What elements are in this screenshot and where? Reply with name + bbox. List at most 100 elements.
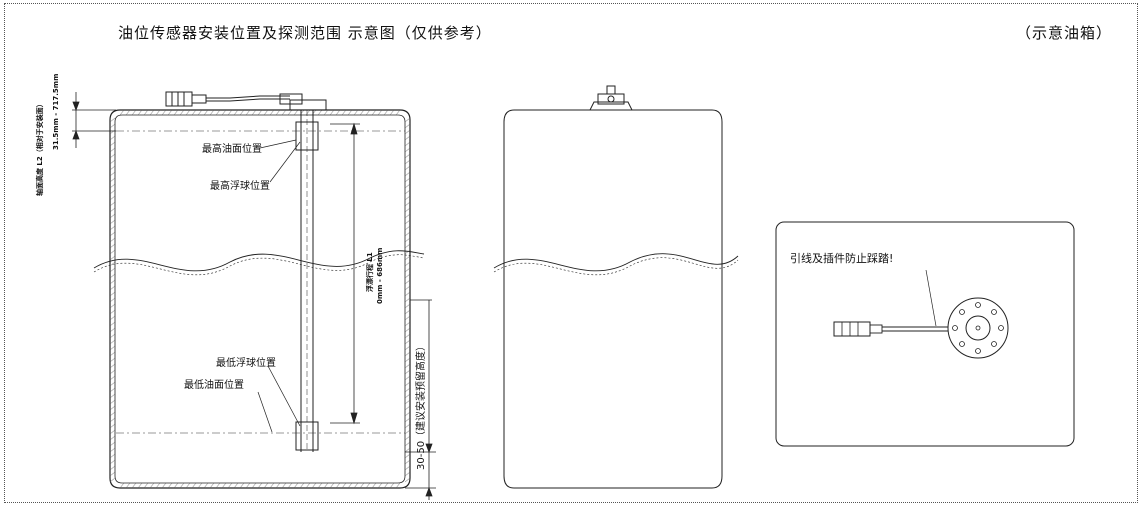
hatch-line	[404, 363, 411, 369]
hatch-line	[404, 297, 411, 303]
hatch-line	[257, 482, 263, 489]
hatch-line	[109, 267, 116, 273]
hatch-line	[404, 225, 411, 231]
hatch-line	[404, 147, 411, 153]
hatch-line	[335, 109, 341, 116]
hatch-line	[227, 109, 233, 116]
hatch-line	[305, 482, 311, 489]
hatch-line	[109, 369, 116, 375]
hatch-line	[109, 339, 116, 345]
max-float-label: 最高浮球位置	[210, 179, 270, 192]
hatch-line	[109, 441, 116, 447]
hatch-line	[353, 482, 359, 489]
hatch-line	[109, 261, 116, 267]
hatch-line	[131, 482, 137, 489]
hatch-line	[119, 482, 125, 489]
hatch-line	[173, 109, 179, 116]
hatch-line	[109, 351, 116, 357]
hatch-line	[404, 177, 411, 183]
hatch-line	[173, 482, 179, 489]
hatch-line	[239, 109, 245, 116]
hatch-line	[179, 109, 185, 116]
hatch-line	[109, 279, 116, 285]
hatch-line	[404, 243, 411, 249]
hatch-line	[404, 405, 411, 411]
hatch-line	[161, 109, 167, 116]
hatch-line	[404, 303, 411, 309]
float-travel-range: 0mm - 686mm	[376, 248, 384, 304]
hatch-line	[404, 471, 411, 477]
hatch-line	[371, 109, 377, 116]
hatch-line	[109, 417, 116, 423]
hatch-line	[404, 285, 411, 291]
hatch-line	[404, 411, 411, 417]
hatch-line	[109, 429, 116, 435]
float-travel-title: 浮漂行程 L1	[365, 252, 374, 292]
hatch-line	[227, 482, 233, 489]
hatch-line	[137, 109, 143, 116]
hatch-line	[335, 482, 341, 489]
hatch-line	[143, 109, 149, 116]
hatch-line	[119, 109, 125, 116]
hatch-line	[155, 109, 161, 116]
hatch-line	[109, 117, 116, 123]
hatch-line	[404, 219, 411, 225]
hatch-line	[353, 109, 359, 116]
hatch-line	[239, 482, 245, 489]
hatch-line	[404, 399, 411, 405]
hatch-line	[359, 482, 365, 489]
hatch-line	[404, 375, 411, 381]
hatch-line	[404, 381, 411, 387]
hatch-line	[404, 315, 411, 321]
hatch-line	[347, 109, 353, 116]
hatch-line	[155, 482, 161, 489]
hatch-line	[404, 279, 411, 285]
hatch-line	[109, 177, 116, 183]
hatch-line	[377, 482, 383, 489]
hatch-line	[109, 399, 116, 405]
hatch-line	[377, 109, 383, 116]
hatch-line	[404, 153, 411, 159]
hatch-line	[185, 109, 191, 116]
tank-label: （示意油箱）	[1016, 24, 1113, 42]
hatch-line	[269, 482, 275, 489]
hatch-line	[275, 482, 281, 489]
hatch-line	[404, 159, 411, 165]
hatch-line	[404, 231, 411, 237]
probe-height-dimension	[72, 92, 116, 148]
hatch-line	[131, 109, 137, 116]
hatch-line	[395, 482, 401, 489]
hatch-line	[389, 482, 395, 489]
hatch-line	[109, 363, 116, 369]
detail-box	[775, 221, 1075, 447]
hatch-line	[323, 482, 329, 489]
hatch-line	[109, 357, 116, 363]
hatch-line	[167, 109, 173, 116]
hatch-line	[221, 482, 227, 489]
hatch-line	[109, 225, 116, 231]
hatch-line	[149, 482, 155, 489]
hatch-line	[404, 123, 411, 129]
hatch-line	[341, 482, 347, 489]
hatch-line	[109, 471, 116, 477]
hatch-line	[404, 321, 411, 327]
hatch-line	[404, 183, 411, 189]
hatch-line	[404, 417, 411, 423]
sensor-head-connector	[165, 91, 327, 111]
hatch-line	[109, 231, 116, 237]
hatch-line	[109, 189, 116, 195]
hatch-line	[404, 441, 411, 447]
hatch-line	[311, 482, 317, 489]
hatch-line	[287, 109, 293, 116]
hatch-line	[281, 109, 287, 116]
hatch-line	[215, 482, 221, 489]
hatch-line	[109, 315, 116, 321]
hatch-line	[371, 482, 377, 489]
hatch-line	[404, 351, 411, 357]
hatch-line	[109, 201, 116, 207]
hatch-line	[317, 482, 323, 489]
hatch-line	[109, 285, 116, 291]
probe-tube	[295, 110, 319, 452]
